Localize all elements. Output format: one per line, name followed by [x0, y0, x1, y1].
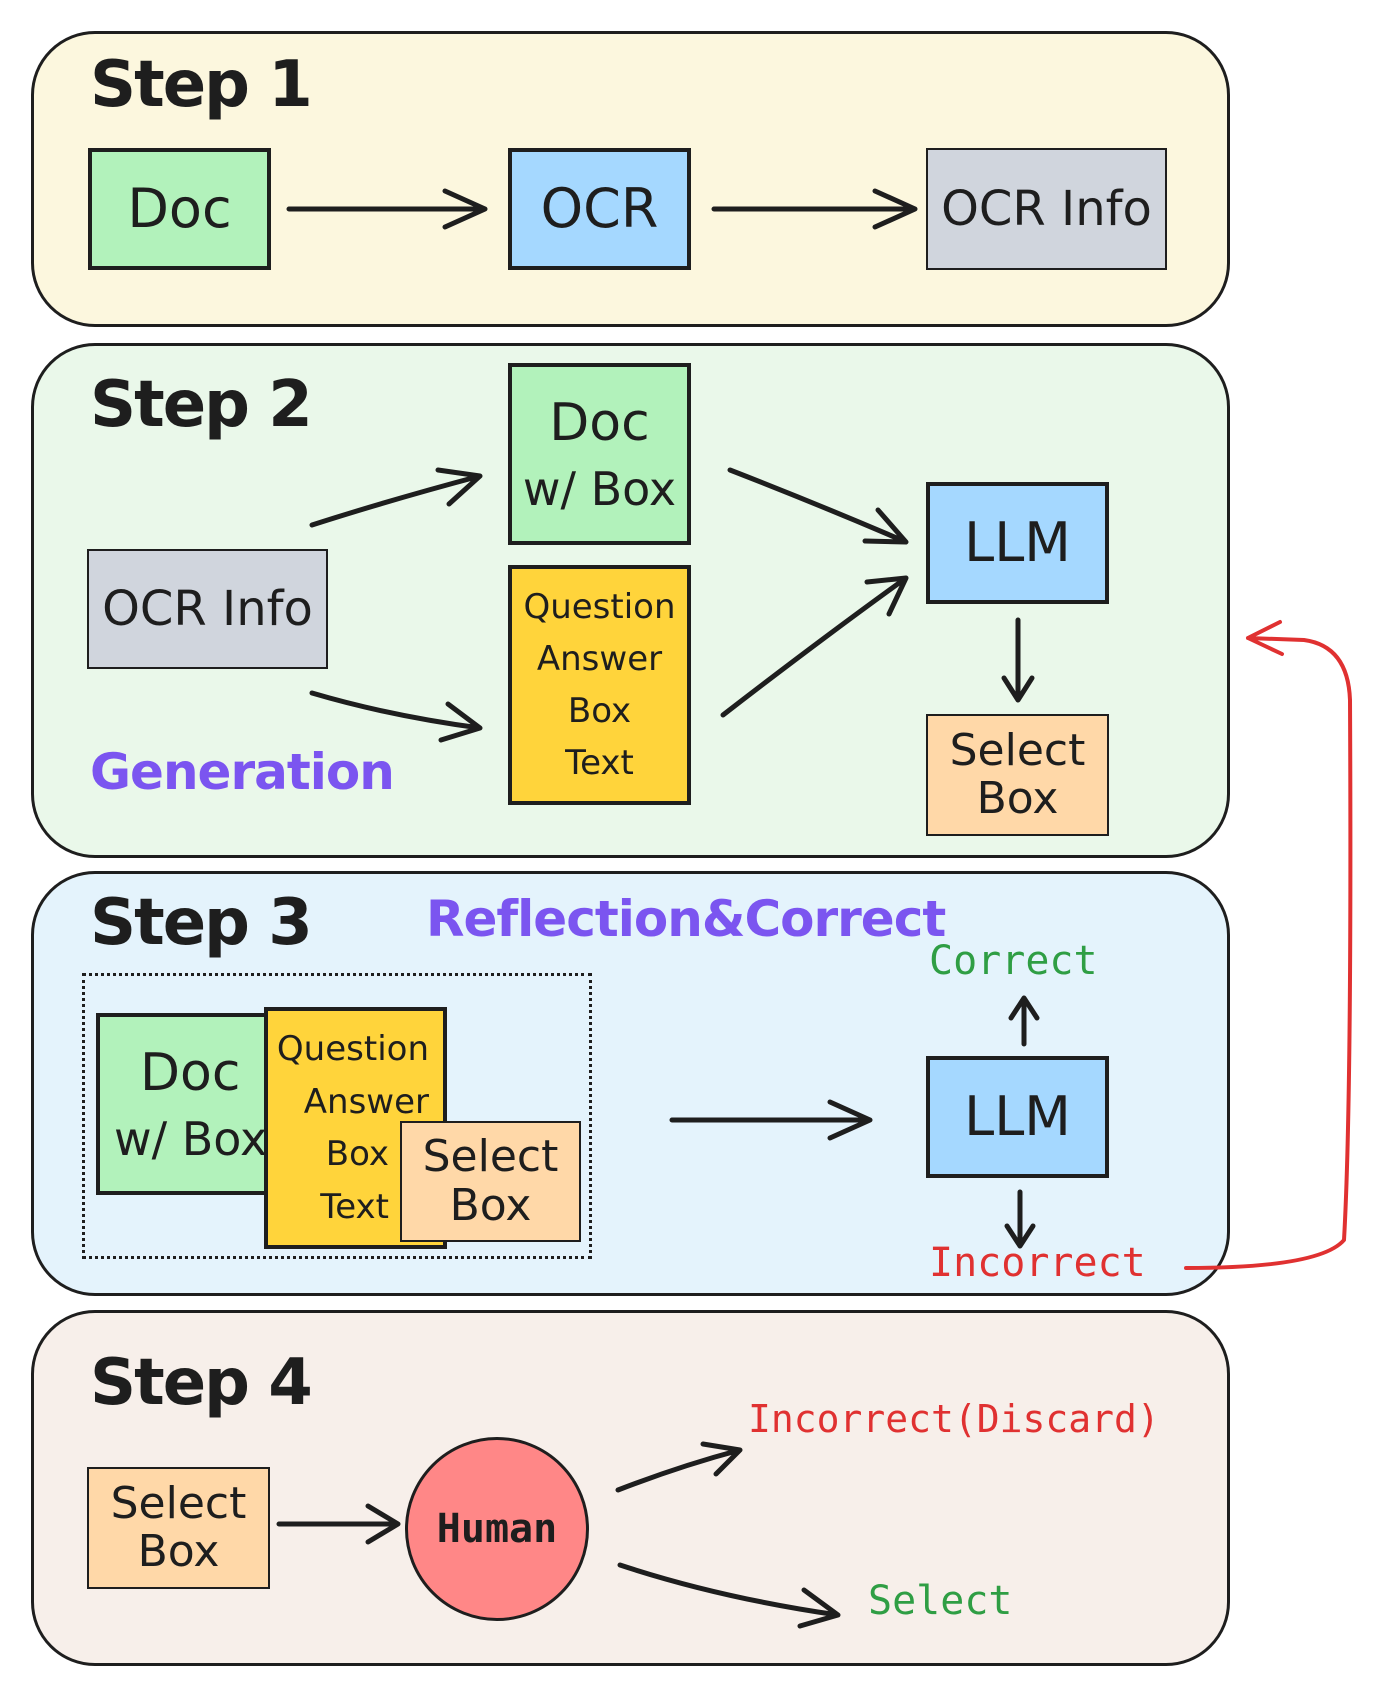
step3-text-label: Text: [320, 1186, 389, 1227]
step4-human-node: Human: [405, 1437, 589, 1621]
step1-ocr-node: OCR: [508, 148, 691, 270]
step1-doc-label: Doc: [127, 177, 232, 241]
step2-answer-label: Answer: [536, 639, 663, 679]
step3-correct-label: Correct: [929, 938, 1098, 984]
step3-with-box-label: w/ Box: [114, 1112, 268, 1167]
step3-box-label-2: Box: [449, 1179, 532, 1231]
step4-title: Step 4: [90, 1346, 313, 1420]
step3-input-group-frame: [82, 973, 592, 1259]
step2-doc-label: Doc: [549, 392, 650, 453]
step4-select-outcome-label: Select: [868, 1578, 1013, 1624]
step2-ocr-info-node: OCR Info: [87, 549, 328, 669]
step1-doc-node: Doc: [88, 148, 271, 270]
step3-answer-label: Answer: [303, 1081, 429, 1122]
step2-llm-label: LLM: [964, 511, 1071, 575]
step4-select-box-node: Select Box: [87, 1467, 270, 1589]
step2-select-box-node: Select Box: [926, 714, 1109, 836]
step3-question-label: Question: [276, 1029, 429, 1070]
step3-doc-with-box-node: Doc w/ Box: [96, 1013, 279, 1195]
step2-title: Step 2: [90, 368, 313, 442]
step2-box-label-2: Box: [976, 773, 1059, 824]
step4-select-label: Select: [110, 1477, 247, 1529]
step1-ocr-info-node: OCR Info: [926, 148, 1167, 270]
step3-title: Step 3: [90, 886, 313, 960]
step1-ocr-info-label: OCR Info: [941, 180, 1152, 237]
step2-doc-with-box-node: Doc w/ Box: [508, 363, 691, 545]
step3-box-label: Box: [325, 1134, 389, 1175]
step2-text-label: Text: [565, 743, 634, 783]
step4-box-label: Box: [137, 1526, 220, 1577]
step3-llm-label: LLM: [964, 1085, 1071, 1149]
step1-title: Step 1: [90, 48, 313, 122]
step3-phase-title: Reflection&Correct: [426, 890, 946, 948]
step2-select-label: Select: [949, 724, 1086, 776]
step2-ocr-info-label: OCR Info: [102, 580, 313, 637]
step3-llm-node: LLM: [926, 1056, 1109, 1178]
step2-llm-node: LLM: [926, 482, 1109, 604]
step4-human-label: Human: [436, 1506, 558, 1552]
step3-select-label: Select: [422, 1131, 559, 1183]
step2-qa-node: Question Answer Box Text: [508, 565, 691, 805]
step4-discard-label: Incorrect(Discard): [748, 1397, 1160, 1441]
step2-question-label: Question: [523, 587, 676, 627]
step1-ocr-label: OCR: [540, 177, 659, 241]
step3-select-box-node: Select Box: [400, 1121, 581, 1242]
step2-box-label: Box: [567, 691, 632, 731]
step2-phase-title: Generation: [90, 743, 395, 801]
step3-incorrect-label: Incorrect: [929, 1240, 1146, 1286]
step2-with-box-label: w/ Box: [522, 462, 677, 517]
step3-doc-label: Doc: [140, 1042, 241, 1103]
